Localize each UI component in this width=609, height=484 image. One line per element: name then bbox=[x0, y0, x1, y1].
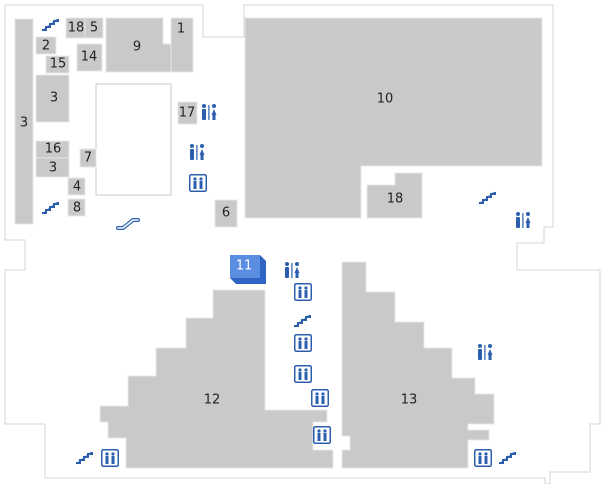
store-1-shape[interactable] bbox=[170, 17, 194, 73]
elevator-icon bbox=[101, 449, 119, 467]
elevator-icon bbox=[189, 174, 207, 192]
store-label-6: 6 bbox=[222, 206, 230, 221]
stairs-icon bbox=[478, 191, 496, 205]
store-3c-shape[interactable] bbox=[35, 157, 70, 178]
store-17-shape[interactable] bbox=[177, 101, 198, 125]
store-label-7: 7 bbox=[84, 151, 92, 166]
store-18b-shape[interactable] bbox=[366, 172, 423, 219]
restroom-icon bbox=[202, 104, 217, 120]
elevator-icon bbox=[474, 449, 492, 467]
mall-outline bbox=[4, 4, 601, 484]
store-label-5: 5 bbox=[90, 21, 98, 36]
store-label-3: 3 bbox=[20, 116, 28, 131]
store-10-shape[interactable] bbox=[244, 17, 543, 219]
store-12-shape[interactable] bbox=[99, 289, 334, 469]
store-label-18: 18 bbox=[68, 21, 85, 36]
restroom-icon bbox=[285, 262, 300, 278]
store-label-15: 15 bbox=[50, 57, 67, 72]
restroom-icon bbox=[516, 212, 531, 228]
store-4-shape[interactable] bbox=[67, 177, 86, 196]
stairs-icon bbox=[75, 451, 93, 465]
store-3-shape[interactable] bbox=[14, 18, 34, 225]
store-8-shape[interactable] bbox=[67, 198, 86, 217]
stairs-icon bbox=[498, 451, 516, 465]
store-label-14: 14 bbox=[81, 50, 98, 65]
store-label-8: 8 bbox=[73, 201, 81, 216]
store-label-3b: 3 bbox=[50, 91, 58, 106]
escalator-icon bbox=[116, 218, 140, 230]
store-7-shape[interactable] bbox=[79, 148, 97, 168]
store-label-10: 10 bbox=[377, 92, 394, 107]
elevator-icon bbox=[294, 334, 312, 352]
store-label-18b: 18 bbox=[387, 192, 404, 207]
store-5-shape[interactable] bbox=[84, 17, 104, 39]
store-label-12: 12 bbox=[204, 393, 221, 408]
store-6-shape[interactable] bbox=[214, 199, 238, 228]
elevator-icon bbox=[311, 389, 329, 407]
store-label-9: 9 bbox=[133, 40, 141, 55]
restroom-icon bbox=[478, 344, 493, 360]
store-14-shape[interactable] bbox=[76, 43, 103, 72]
stairs-icon bbox=[293, 314, 311, 328]
elevator-icon bbox=[294, 283, 312, 301]
store-label-1: 1 bbox=[177, 22, 185, 37]
store-label-2: 2 bbox=[42, 39, 50, 54]
store-11-highlight[interactable] bbox=[230, 255, 266, 284]
store-label-16: 16 bbox=[45, 142, 62, 157]
store-13-shape[interactable] bbox=[341, 261, 495, 469]
store-2-shape[interactable] bbox=[35, 36, 57, 55]
restroom-icon bbox=[190, 144, 205, 160]
elevator-icon bbox=[313, 426, 331, 444]
store-3b-shape[interactable] bbox=[35, 74, 70, 123]
elevator-icon bbox=[294, 365, 312, 383]
store-label-3c: 3 bbox=[49, 161, 57, 176]
store-label-4: 4 bbox=[73, 180, 81, 195]
stairs-icon bbox=[41, 201, 59, 215]
atrium-void bbox=[95, 83, 172, 196]
store-label-11: 11 bbox=[236, 259, 253, 274]
store-15-shape[interactable] bbox=[45, 55, 70, 74]
store-label-13: 13 bbox=[401, 393, 418, 408]
stairs-icon bbox=[41, 18, 59, 32]
store-label-17: 17 bbox=[179, 106, 196, 121]
